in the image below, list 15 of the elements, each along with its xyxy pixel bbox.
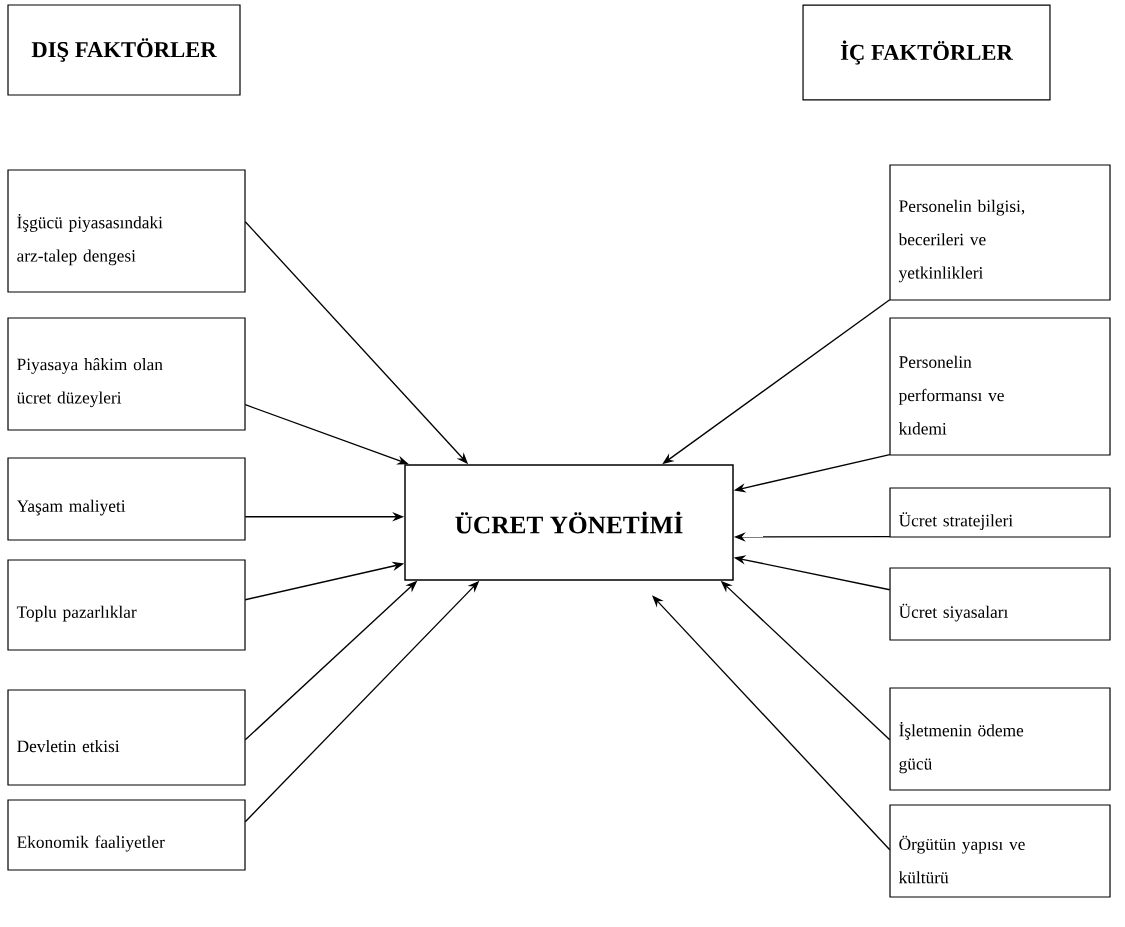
- heading-box: İÇ FAKTÖRLER: [802, 4, 1051, 101]
- central-box: ÜCRET YÖNETİMİ: [404, 464, 734, 581]
- factor-box: İşletmenin ödeme gücü: [889, 687, 1111, 791]
- factor-box: Ücret siyasaları: [889, 567, 1111, 641]
- factor-box: İşgücü piyasasındaki arz-talep dengesi: [7, 169, 246, 293]
- factor-box: Örgütün yapısı ve kültürü: [889, 804, 1111, 898]
- factor-box: Devletin etkisi: [7, 689, 246, 786]
- factor-box: Toplu pazarlıklar: [7, 559, 246, 651]
- factor-box: Personelin performansı ve kıdemi: [889, 317, 1111, 456]
- factor-box: Piyasaya hâkim olan ücret düzeyleri: [7, 317, 246, 431]
- factor-box: Ücret stratejileri: [889, 487, 1111, 538]
- heading-box: DIŞ FAKTÖRLER: [7, 4, 241, 96]
- factor-box: Personelin bilgisi, becerileri ve yetkinlikleri: [889, 164, 1111, 301]
- factor-box: Yaşam maliyeti: [7, 457, 246, 541]
- factor-box: Ekonomik faaliyetler: [7, 799, 246, 871]
